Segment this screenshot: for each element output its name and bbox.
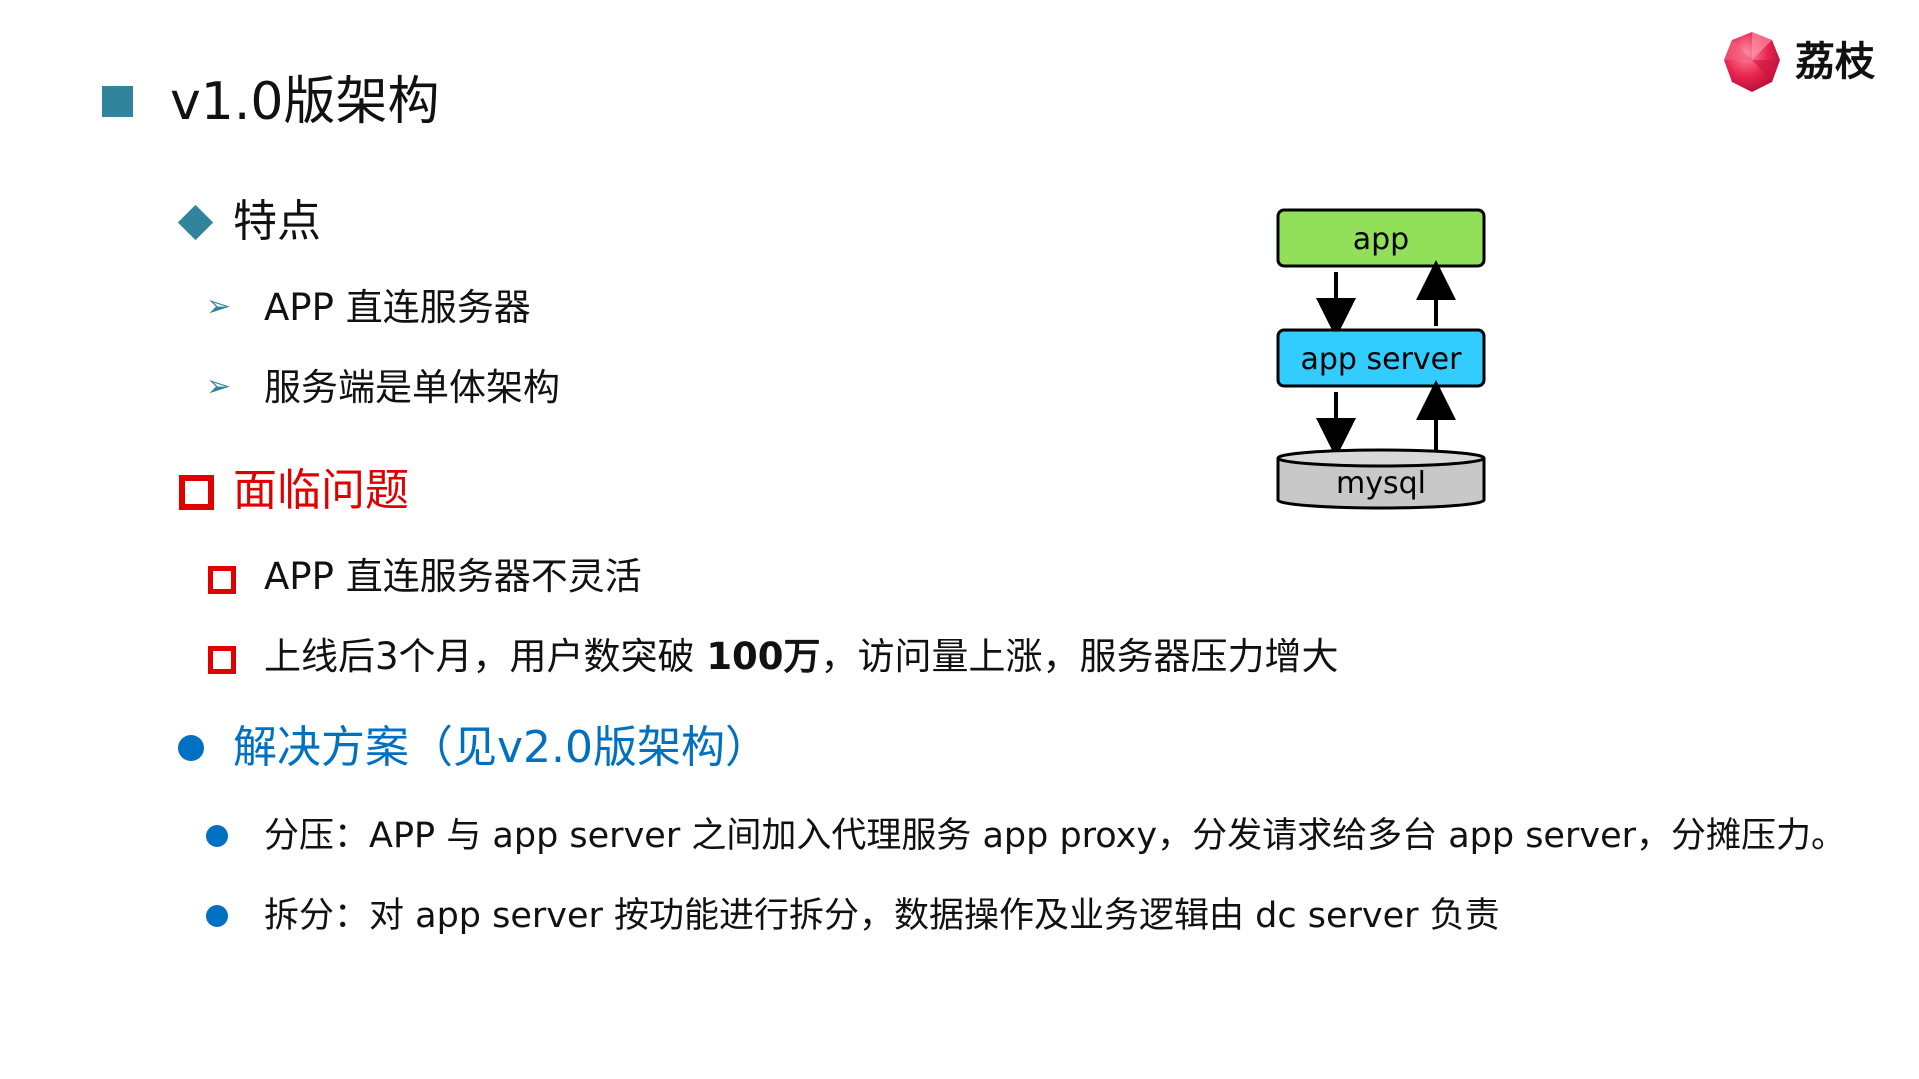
- feature-item: APP 直连服务器: [264, 286, 531, 329]
- problem-text-post: ，访问量上涨，服务器压力增大: [820, 635, 1339, 678]
- solution-item: 拆分：对 app server 按功能进行拆分，数据操作及业务逻辑由 dc se…: [264, 896, 1500, 936]
- title-marker-square: [102, 86, 133, 117]
- problem-item: APP 直连服务器不灵活: [264, 555, 642, 598]
- app-node-label: app: [1353, 222, 1409, 257]
- app-node: [1276, 208, 1486, 268]
- mysql-database-icon: [1276, 448, 1486, 510]
- problem-item: 上线后3个月，用户数突破 100万，访问量上涨，服务器压力增大: [264, 632, 1339, 682]
- solution-heading: 解决方案（见v2.0版架构）: [233, 722, 770, 773]
- app-server-node-label: app server: [1301, 342, 1463, 377]
- feature-item: 服务端是单体架构: [264, 366, 560, 409]
- diamond-bullet-icon: [177, 204, 214, 241]
- dot-bullet-icon: [178, 735, 204, 761]
- slide-title: v1.0版架构: [170, 72, 440, 132]
- architecture-diagram: app app server mysql: [1276, 208, 1486, 510]
- problem-text-pre: 上线后3个月，用户数突破: [264, 635, 707, 678]
- mysql-node-label: mysql: [1336, 466, 1426, 501]
- app-server-node: [1276, 328, 1486, 388]
- hollow-square-bullet-icon: [208, 646, 236, 674]
- arrow-bullet-icon: ➢: [206, 369, 232, 404]
- problem-text-bold: 100万: [706, 635, 821, 678]
- arrow-bullet-icon: ➢: [206, 289, 232, 324]
- dot-bullet-icon: [206, 905, 228, 927]
- dot-bullet-icon: [206, 825, 228, 847]
- hollow-square-bullet-icon: [208, 566, 236, 594]
- problems-heading: 面临问题: [233, 465, 409, 516]
- hollow-square-bullet-icon: [179, 475, 214, 510]
- features-heading: 特点: [233, 196, 321, 247]
- logo-text: 荔枝: [1795, 39, 1875, 85]
- lizhi-logo-icon: [1724, 32, 1780, 92]
- solution-item: 分压：APP 与 app server 之间加入代理服务 app proxy，分…: [264, 816, 1846, 856]
